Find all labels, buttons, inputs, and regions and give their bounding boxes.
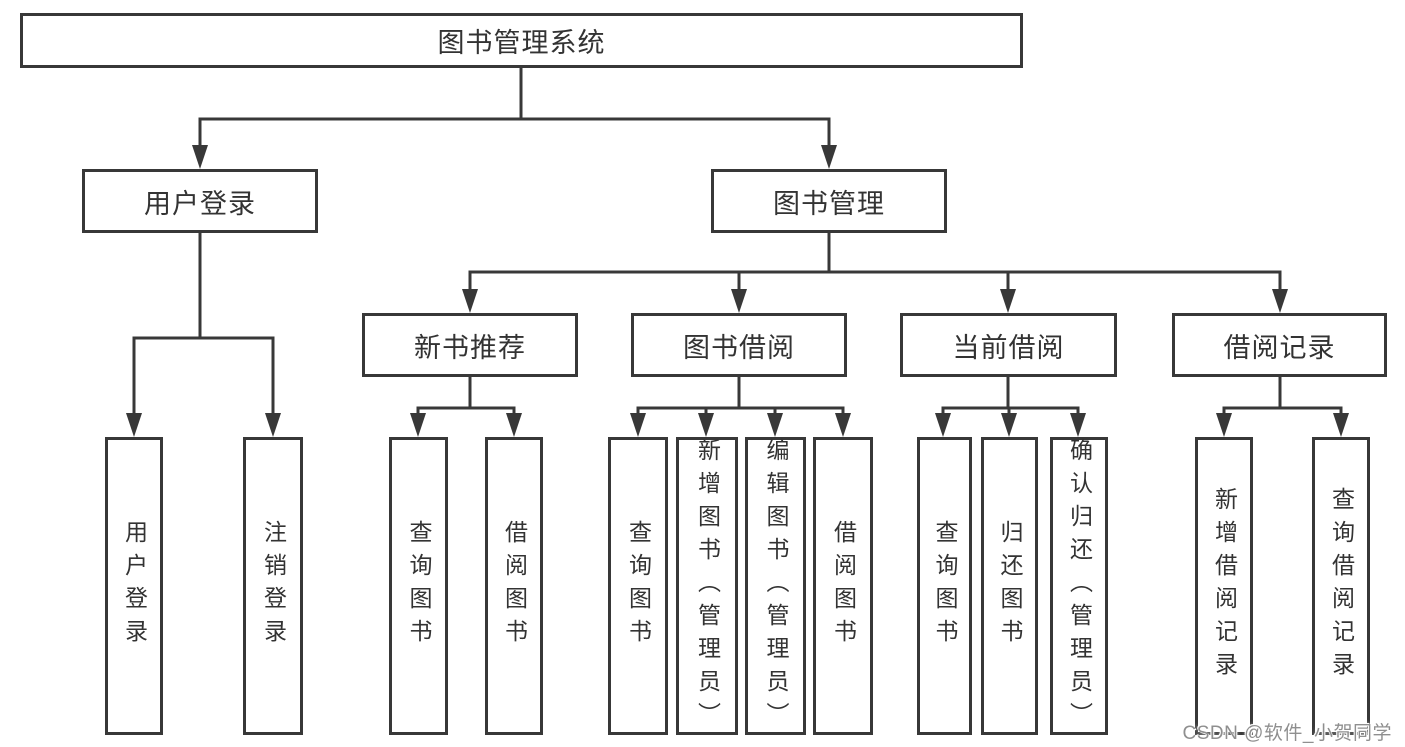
leaf-add-book-admin: 新增图书（管理员） — [676, 437, 738, 735]
leaf-borrow-books-recommend: 借阅图书 — [485, 437, 543, 735]
leaf-query-books-recommend: 查询图书 — [389, 437, 448, 735]
leaf-user-login-label: 用户登录 — [121, 520, 148, 652]
node-user-login-label: 用户登录 — [144, 188, 256, 219]
leaf-add-book-admin-label: 新增图书（管理员） — [694, 437, 721, 735]
leaf-edit-book-admin: 编辑图书（管理员） — [745, 437, 806, 735]
node-current-borrowing-label: 当前借阅 — [952, 332, 1065, 363]
leaf-query-borrow-record: 查询借阅记录 — [1312, 437, 1370, 735]
leaf-return-book: 归还图书 — [981, 437, 1038, 735]
leaf-return-book-label: 归还图书 — [997, 520, 1023, 652]
leaf-add-borrow-record: 新增借阅记录 — [1195, 437, 1253, 735]
node-book-borrowing: 图书借阅 — [631, 313, 847, 377]
leaf-confirm-return-admin-label: 确认归还（管理员） — [1066, 437, 1093, 735]
leaf-borrow-books-borrowing: 借阅图书 — [813, 437, 873, 735]
leaf-query-borrow-record-label: 查询借阅记录 — [1328, 487, 1355, 685]
node-borrow-records: 借阅记录 — [1172, 313, 1387, 377]
leaf-query-books-borrowing-label: 查询图书 — [625, 520, 652, 652]
leaf-query-books-current-label: 查询图书 — [932, 520, 958, 652]
leaf-query-books-borrowing: 查询图书 — [608, 437, 668, 735]
node-user-login: 用户登录 — [82, 169, 318, 233]
node-borrow-records-label: 借阅记录 — [1223, 332, 1336, 363]
node-book-management-label: 图书管理 — [773, 188, 885, 219]
leaf-logout: 注销登录 — [243, 437, 303, 735]
leaf-logout-label: 注销登录 — [260, 520, 287, 652]
node-new-book-recommend: 新书推荐 — [362, 313, 578, 377]
leaf-confirm-return-admin: 确认归还（管理员） — [1050, 437, 1108, 735]
node-current-borrowing: 当前借阅 — [900, 313, 1117, 377]
leaf-borrow-books-borrowing-label: 借阅图书 — [830, 520, 857, 652]
node-book-management: 图书管理 — [711, 169, 947, 233]
leaf-user-login: 用户登录 — [105, 437, 163, 735]
leaf-add-borrow-record-label: 新增借阅记录 — [1211, 487, 1238, 685]
leaf-query-books-recommend-label: 查询图书 — [406, 520, 432, 652]
node-book-borrowing-label: 图书借阅 — [683, 332, 795, 363]
leaf-query-books-current: 查询图书 — [917, 437, 972, 735]
node-root-library-system: 图书管理系统 — [20, 13, 1023, 68]
leaf-borrow-books-recommend-label: 借阅图书 — [501, 520, 528, 652]
node-root-label: 图书管理系统 — [437, 28, 606, 58]
csdn-watermark: CSDN @软件_小贺同学 — [1182, 723, 1392, 744]
node-new-book-recommend-label: 新书推荐 — [414, 332, 526, 363]
leaf-edit-book-admin-label: 编辑图书（管理员） — [763, 437, 789, 735]
